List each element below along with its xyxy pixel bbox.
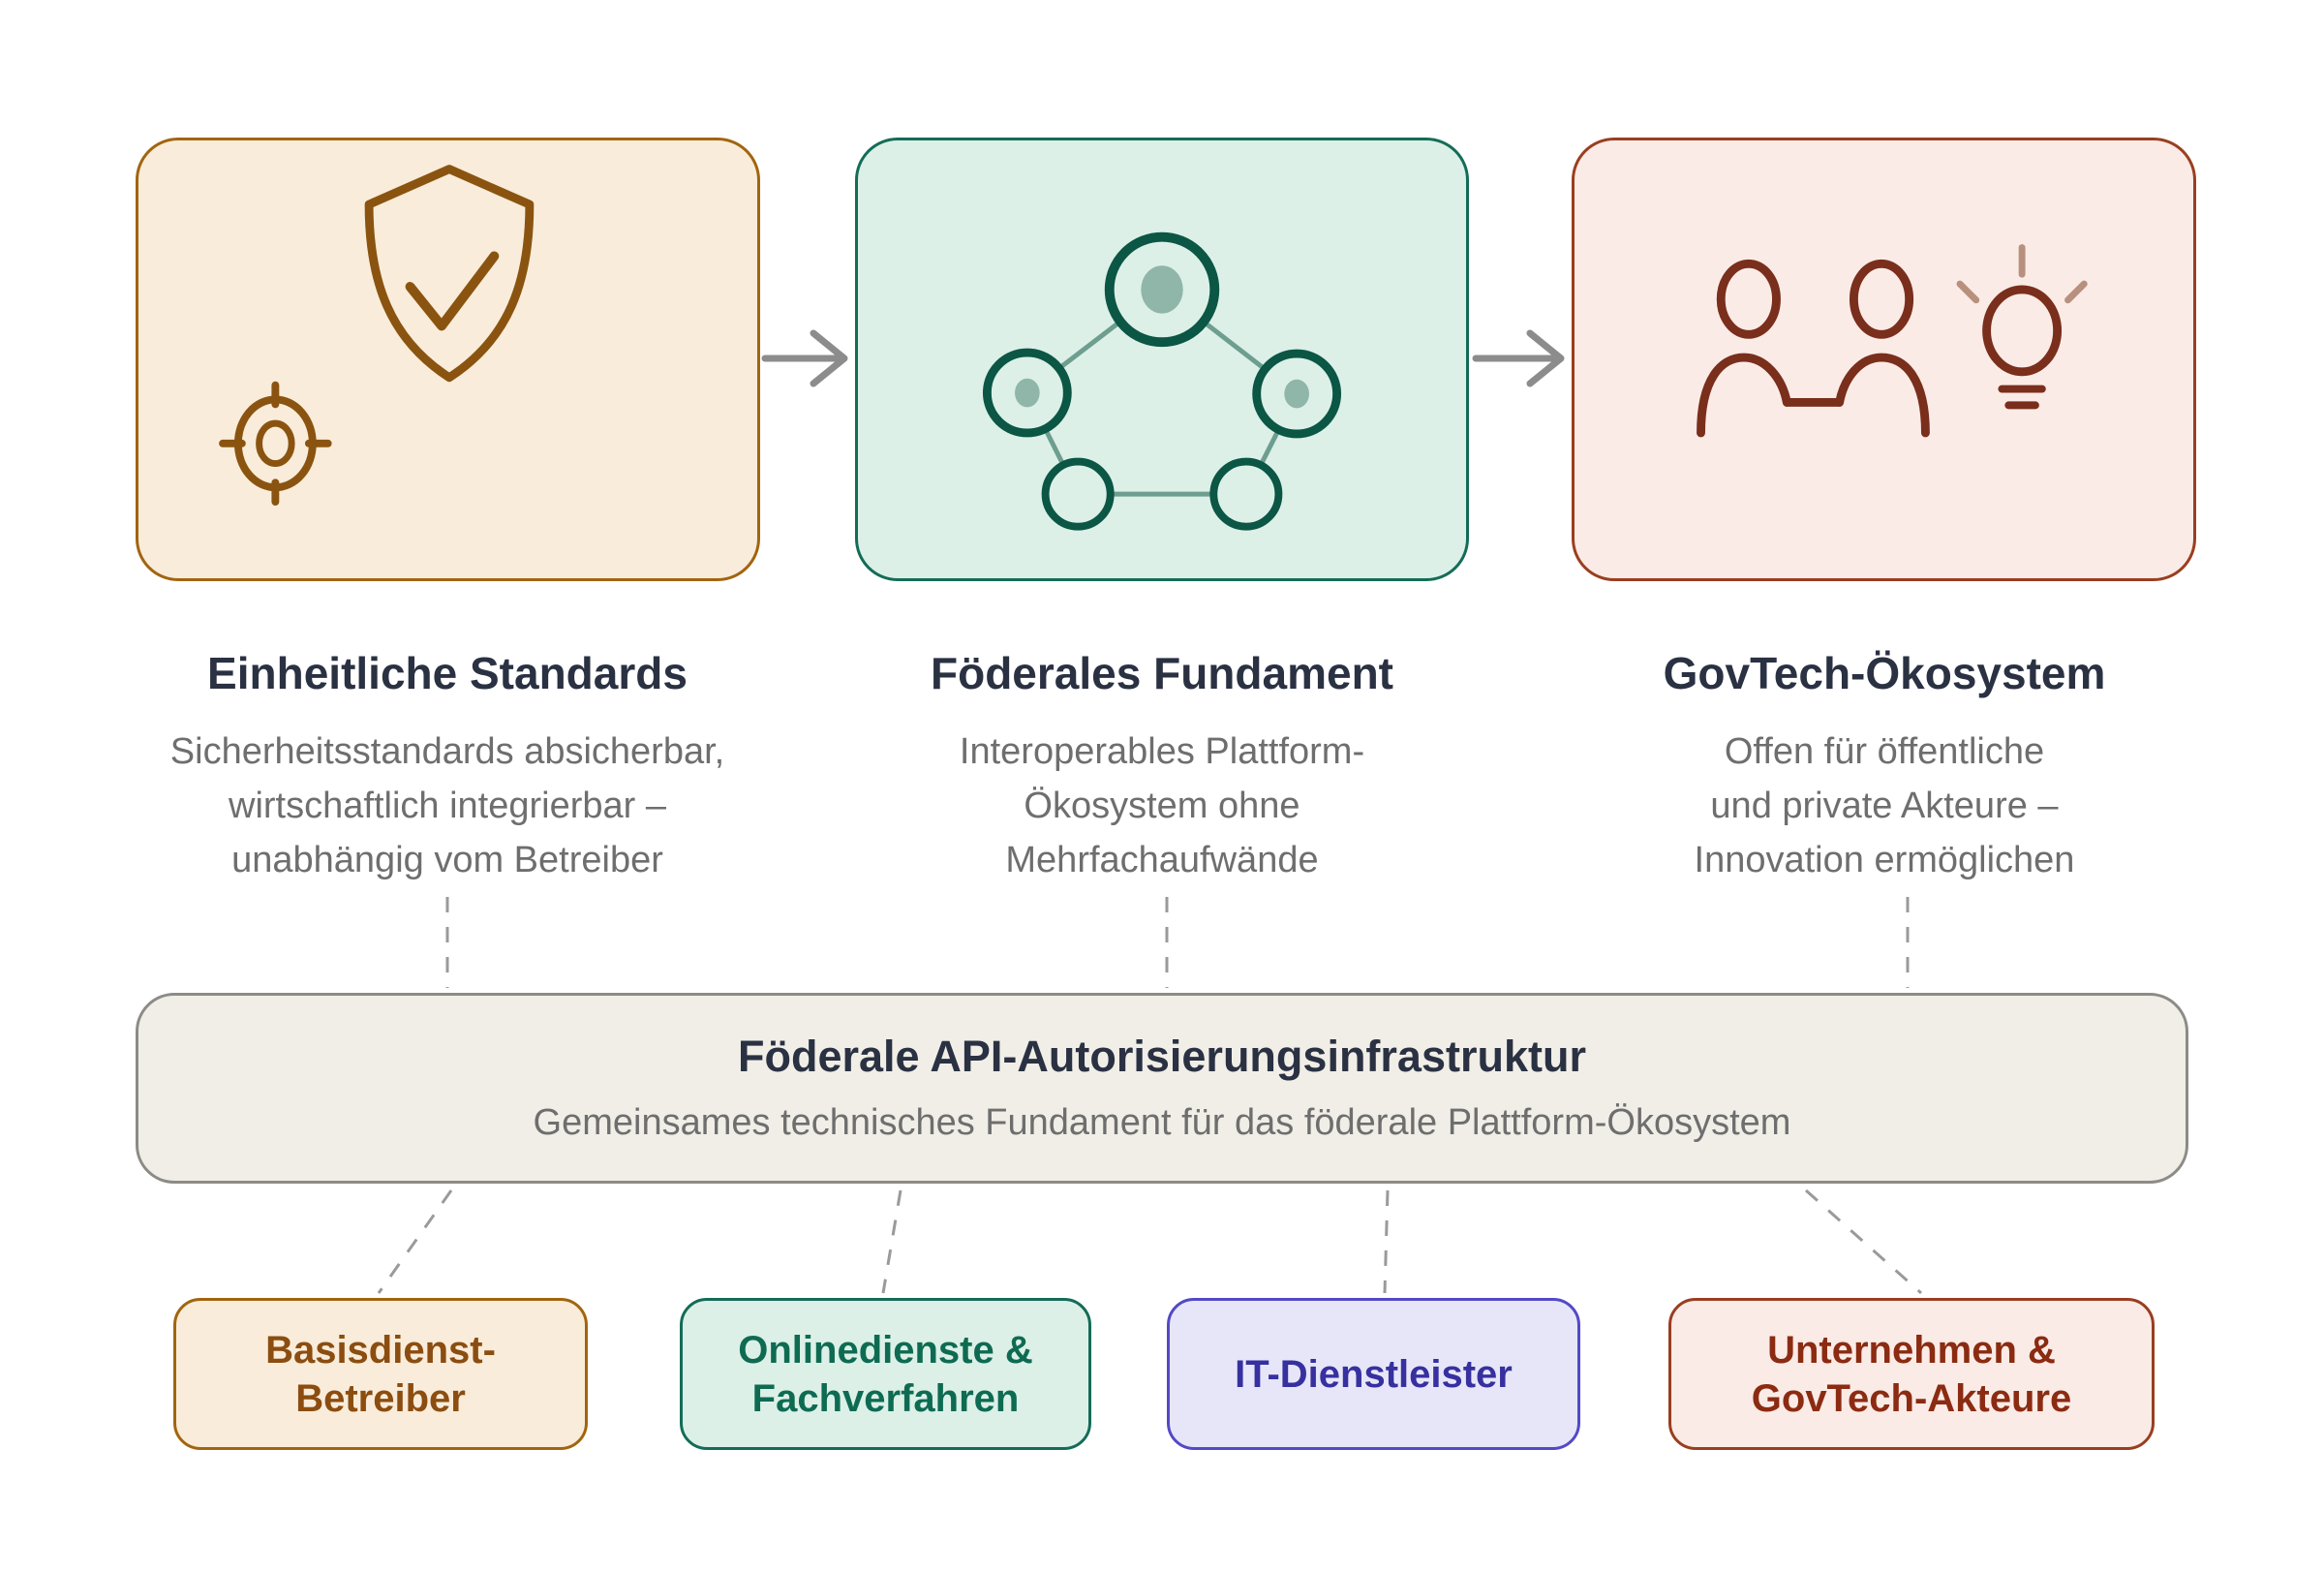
arrow-right-icon-2 — [1472, 329, 1565, 387]
column-description-line: wirtschaftlich integrierbar – — [229, 786, 666, 826]
network-nodes — [982, 231, 1342, 531]
people-and-lightbulb-icon — [1697, 244, 2088, 438]
column-description-line: Ökosystem ohne — [1024, 786, 1300, 826]
actor-box-label-line: Fachverfahren — [751, 1376, 1020, 1420]
column-description-line: Sicherheitsstandards absicherbar, — [169, 731, 725, 772]
shield-check-and-target-icon — [219, 165, 535, 506]
column-description-line: Offen für öffentliche — [1724, 731, 2045, 772]
actor-box-basisdienst-betreiber: Basisdienst- Betreiber — [173, 1298, 588, 1450]
actor-box-label-line: Onlinedienste & — [738, 1328, 1033, 1372]
column-description-govtech: Offen für öffentliche und private Akteur… — [1516, 725, 2252, 887]
network-node-dots — [1015, 265, 1309, 409]
infrastructure-bar-subtitle: Gemeinsames technisches Fundament für da… — [533, 1101, 1791, 1143]
network-pentagon-icon — [982, 231, 1342, 531]
column-title-federal: Föderales Fundament — [931, 648, 1393, 698]
target-icon — [219, 381, 332, 506]
actor-box-label-line: Betreiber — [295, 1376, 466, 1420]
infrastructure-bar: Föderale API-Autorisierungsinfrastruktur… — [136, 993, 2188, 1184]
card-foederales-fundament — [855, 138, 1469, 581]
actor-box-label-line: Unternehmen & — [1767, 1328, 2056, 1372]
column-description-line: Innovation ermöglichen — [1694, 840, 2075, 880]
actor-box-onlinedienste-fachverfahren: Onlinedienste & Fachverfahren — [680, 1298, 1091, 1450]
dashed-connectors-bottom — [377, 1188, 1922, 1295]
column-title-standards: Einheitliche Standards — [207, 648, 688, 698]
column-description-line: Mehrfachaufwände — [1005, 840, 1319, 880]
actor-box-label-line: Basisdienst- — [265, 1328, 496, 1372]
lightbulb-icon — [1982, 285, 2063, 410]
people-icon — [1697, 259, 1930, 438]
arrow-right-icon-1 — [761, 329, 848, 387]
infrastructure-bar-title: Föderale API-Autorisierungsinfrastruktur — [738, 1031, 1586, 1081]
lightbulb-rays — [1956, 244, 2088, 304]
column-description-line: und private Akteure – — [1710, 786, 2059, 826]
actor-box-label-line: IT-Dienstleister — [1235, 1352, 1513, 1396]
dashed-connectors-top — [445, 897, 1910, 988]
column-title-govtech: GovTech-Ökosystem — [1663, 648, 2106, 698]
actor-box-unternehmen-govtech: Unternehmen & GovTech-Akteure — [1668, 1298, 2155, 1450]
actor-box-label-line: GovTech-Akteure — [1751, 1376, 2072, 1420]
column-description-line: unabhängig vom Betreiber — [231, 840, 663, 880]
card-govtech-oekosystem — [1572, 138, 2196, 581]
column-description-line: Interoperables Plattform- — [959, 731, 1365, 772]
shield-check-icon — [364, 165, 535, 383]
card-einheitliche-standards — [136, 138, 760, 581]
actor-box-it-dienstleister: IT-Dienstleister — [1167, 1298, 1580, 1450]
column-description-standards: Sicherheitsstandards absicherbar, wirtsc… — [79, 725, 815, 887]
column-description-federal: Interoperables Plattform- Ökosystem ohne… — [794, 725, 1530, 887]
